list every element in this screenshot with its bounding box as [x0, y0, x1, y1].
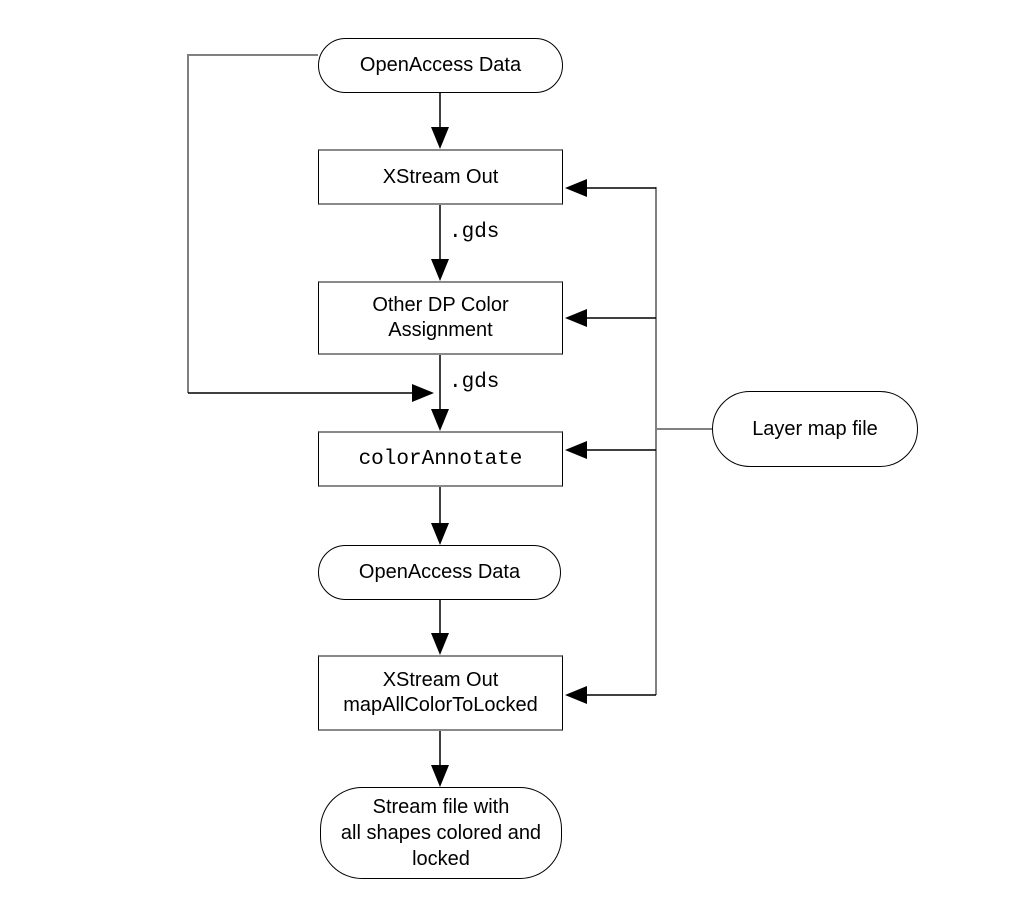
arrow-layermap-to-colorannotate [565, 441, 656, 459]
arrow-layermap-to-xstreamout [565, 179, 656, 197]
arrow-openaccess-to-xstreamlocked [431, 600, 449, 655]
node-xstream-out: XStream Out [318, 149, 563, 205]
node-openaccess-data-mid: OpenAccess Data [318, 545, 561, 600]
node-xstream-out-mapallcolortolocked: XStream Out mapAllColorToLocked [318, 655, 563, 731]
node-colorannotate: colorAnnotate [318, 431, 563, 487]
node-label: colorAnnotate [358, 447, 523, 471]
arrow-openaccess-to-xstreamout [431, 93, 449, 149]
arrow-xstreamout-to-otherdp [431, 205, 449, 281]
node-label: XStream Out [382, 165, 499, 188]
node-other-dp-color-assignment: Other DP Color Assignment [318, 281, 563, 355]
node-label: OpenAccess Data [359, 54, 522, 76]
arrow-layermap-to-xstreamlocked [565, 686, 656, 704]
node-label: OpenAccess Data [358, 561, 521, 583]
arrow-otherdp-to-colorannotate [431, 355, 449, 431]
arrow-xstreamlocked-to-streamfile [431, 731, 449, 787]
edge-label-gds-2: .gds [449, 371, 500, 394]
layer-map-bus-line [655, 187, 712, 695]
node-openaccess-data-top: OpenAccess Data [318, 38, 563, 93]
edge-label-gds-1: .gds [449, 221, 500, 244]
node-label: Stream file with all shapes colored and … [340, 796, 542, 870]
node-label: Other DP Color Assignment [372, 294, 509, 341]
node-layer-map-file: Layer map file [712, 391, 918, 467]
node-stream-file-output: Stream file with all shapes colored and … [320, 787, 562, 879]
arrow-colorannotate-to-openaccess [431, 487, 449, 545]
node-label: XStream Out mapAllColorToLocked [343, 669, 538, 716]
node-label: Layer map file [752, 417, 878, 440]
bypass-loop-line [187, 54, 434, 402]
arrow-layermap-to-otherdp [565, 309, 656, 327]
